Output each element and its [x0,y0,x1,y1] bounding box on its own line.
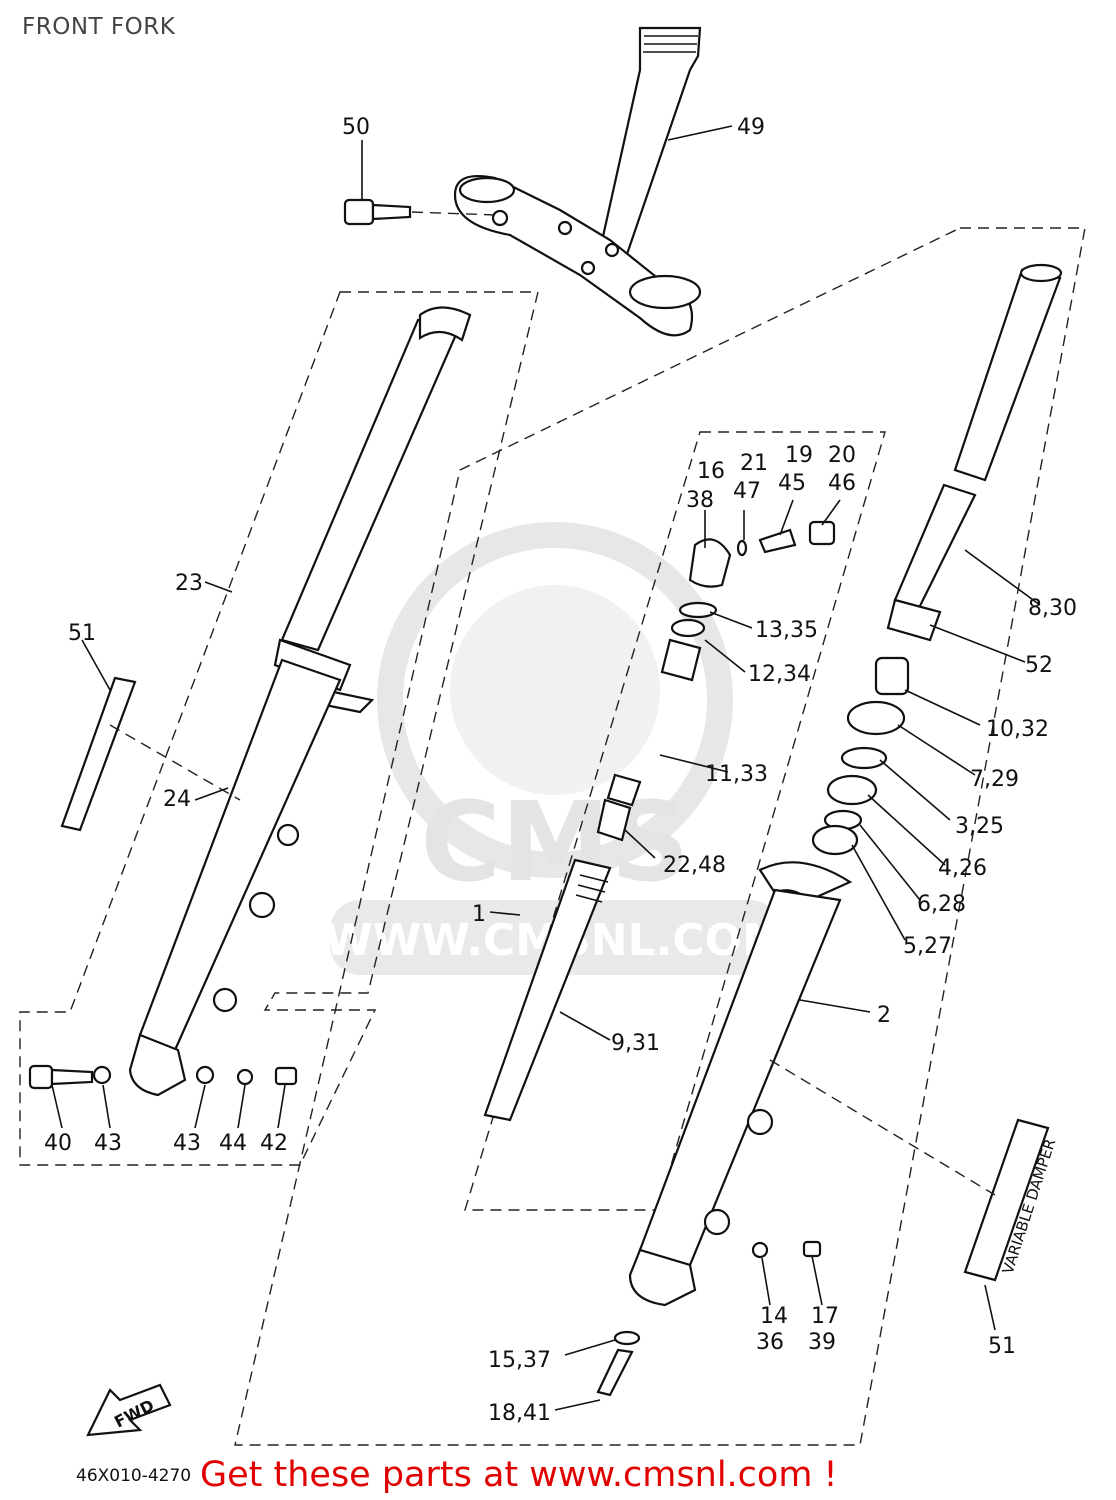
part-label-43b: 43 [173,1131,201,1156]
part-label-42: 42 [260,1131,288,1156]
part-label-2: 2 [877,1003,891,1028]
part-label-14: 14 [760,1304,788,1329]
part-label-22-48: 22,48 [663,853,726,878]
part-label-10-32: 10,32 [986,717,1049,742]
part-label-43a: 43 [94,1131,122,1156]
fwd-arrow-icon: FWD [86,1383,172,1437]
leader-lines [51,125,1041,1411]
part-label-5-27: 5,27 [903,934,952,959]
part-label-6-28: 6,28 [917,892,966,917]
under-bracket-part [453,26,702,337]
part-label-13-35: 13,35 [755,618,818,643]
right-inner-tube-part [886,263,1063,642]
part-label-11-33: 11,33 [705,762,768,787]
bottom-hardware-parts [596,1240,822,1397]
part-label-40: 40 [44,1131,72,1156]
part-label-39: 39 [808,1330,836,1355]
part-label-21: 21 [740,451,768,476]
part-label-23: 23 [175,571,203,596]
part-label-36: 36 [756,1330,784,1355]
diagram-code: 46X010-4270 [76,1466,192,1486]
part-label-12-34: 12,34 [748,662,811,687]
label-plate-left-part [60,676,137,832]
part-label-45: 45 [778,471,806,496]
part-label-51-right: 51 [988,1334,1016,1359]
part-label-15-37: 15,37 [488,1348,551,1373]
part-label-52: 52 [1025,653,1053,678]
footer-link-text[interactable]: Get these parts at www.cmsnl.com ! [200,1455,838,1495]
watermark-logo-text: CMS [420,778,689,906]
cms-logo-icon: CMS WWW.CMSNL.COM [324,522,786,975]
part-label-20: 20 [828,443,856,468]
part-label-8-30: 8,30 [1028,596,1077,621]
part-label-47: 47 [733,479,761,504]
part-label-38: 38 [686,488,714,513]
right-fork-group-boundary [234,227,1086,1446]
part-label-7-29: 7,29 [970,767,1019,792]
right-outer-tube-part [628,861,853,1307]
part-label-1: 1 [472,902,486,927]
damper-rod-part [483,520,836,1122]
part-label-49: 49 [737,115,765,140]
part-label-17: 17 [811,1304,839,1329]
bolt-50-part [343,198,496,226]
part-label-50: 50 [342,115,370,140]
part-label-46: 46 [828,471,856,496]
variable-damper-plate-part: VARIABLE DAMPER [963,1118,1059,1282]
part-label-16: 16 [697,459,725,484]
left-fork-assembly [128,306,472,1097]
part-label-19: 19 [785,443,813,468]
part-label-3-25: 3,25 [955,814,1004,839]
part-label-44: 44 [219,1131,247,1156]
right-seal-parts [811,656,910,856]
part-label-24: 24 [163,787,191,812]
part-label-4-26: 4,26 [938,856,987,881]
left-fork-group-boundary [19,291,539,1166]
part-number-labels: 50 49 23 51 24 16 38 21 47 19 45 20 46 1… [44,115,1077,1426]
part-label-51-left: 51 [68,621,96,646]
left-hardware-parts [28,1064,298,1090]
page-title: FRONT FORK [22,14,176,40]
part-label-18-41: 18,41 [488,1401,551,1426]
part-label-9-31: 9,31 [611,1031,660,1056]
